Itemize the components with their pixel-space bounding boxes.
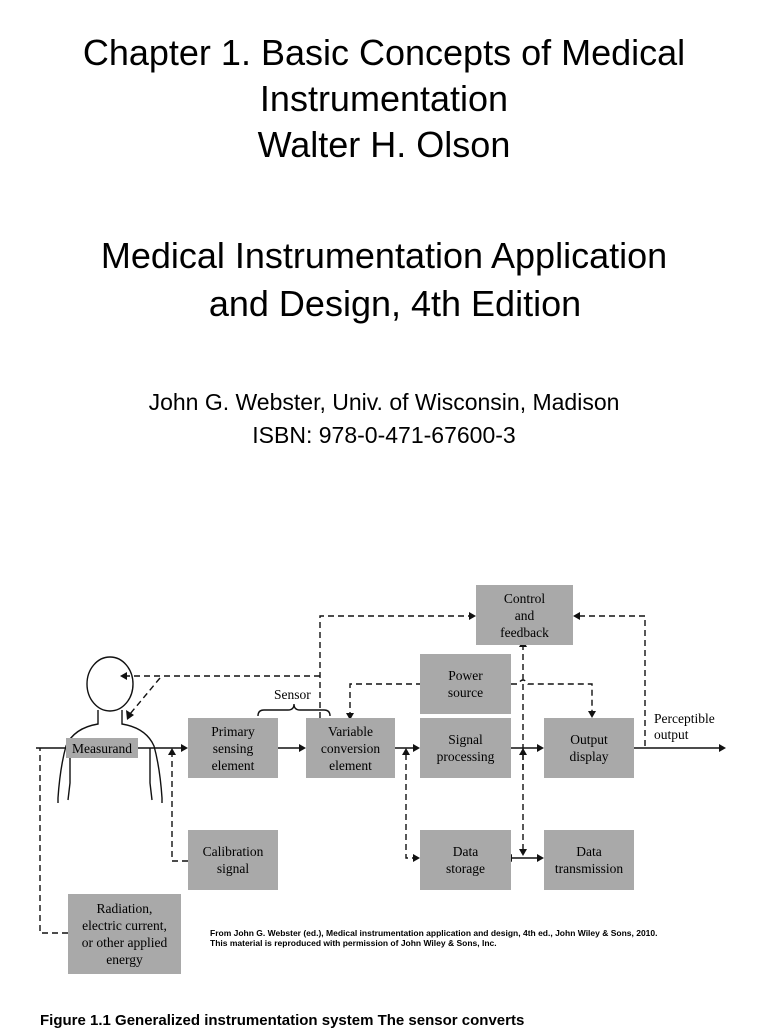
sensor-label: Sensor <box>274 687 311 702</box>
measurand-label: Measurand <box>66 738 138 758</box>
title-line-1: Chapter 1. Basic Concepts of Medical <box>82 32 686 73</box>
primary-sensing-box: Primary sensing element <box>188 718 278 778</box>
data-storage-box: Data storage <box>420 830 511 890</box>
book-title: Medical Instrumentation Application and … <box>0 232 768 328</box>
title-line-3: Walter H. Olson <box>257 124 511 165</box>
output-display-box: Output display <box>544 718 634 778</box>
variable-conversion-box: Variable conversion element <box>306 718 395 778</box>
figure-caption: Figure 1.1 Generalized instrumentation s… <box>40 1012 525 1029</box>
title-line-2: Instrumentation <box>259 78 509 119</box>
power-source-box: Power source <box>420 654 511 714</box>
human-figure-icon <box>57 656 163 803</box>
perceptible-output-label: Perceptible output <box>654 711 715 742</box>
book-info: John G. Webster, Univ. of Wisconsin, Mad… <box>0 386 768 452</box>
signal-processing-box: Signal processing <box>420 718 511 778</box>
book-title-line-1: Medical Instrumentation Application <box>100 235 668 276</box>
isbn-line: ISBN: 978-0-471-67600-3 <box>252 422 516 448</box>
data-transmission-box: Data transmission <box>544 830 634 890</box>
book-title-line-2: and Design, 4th Edition <box>208 283 582 324</box>
control-feedback-box: Control and feedback <box>476 585 573 645</box>
radiation-energy-box: Radiation, electric current, or other ap… <box>68 894 181 974</box>
author-line: John G. Webster, Univ. of Wisconsin, Mad… <box>148 389 620 415</box>
instrumentation-diagram: Control and feedback Power source Primar… <box>30 578 730 988</box>
calibration-signal-box: Calibration signal <box>188 830 278 890</box>
slide-title: Chapter 1. Basic Concepts of Medical Ins… <box>0 30 768 168</box>
figure-credit: From John G. Webster (ed.), Medical inst… <box>210 928 658 948</box>
